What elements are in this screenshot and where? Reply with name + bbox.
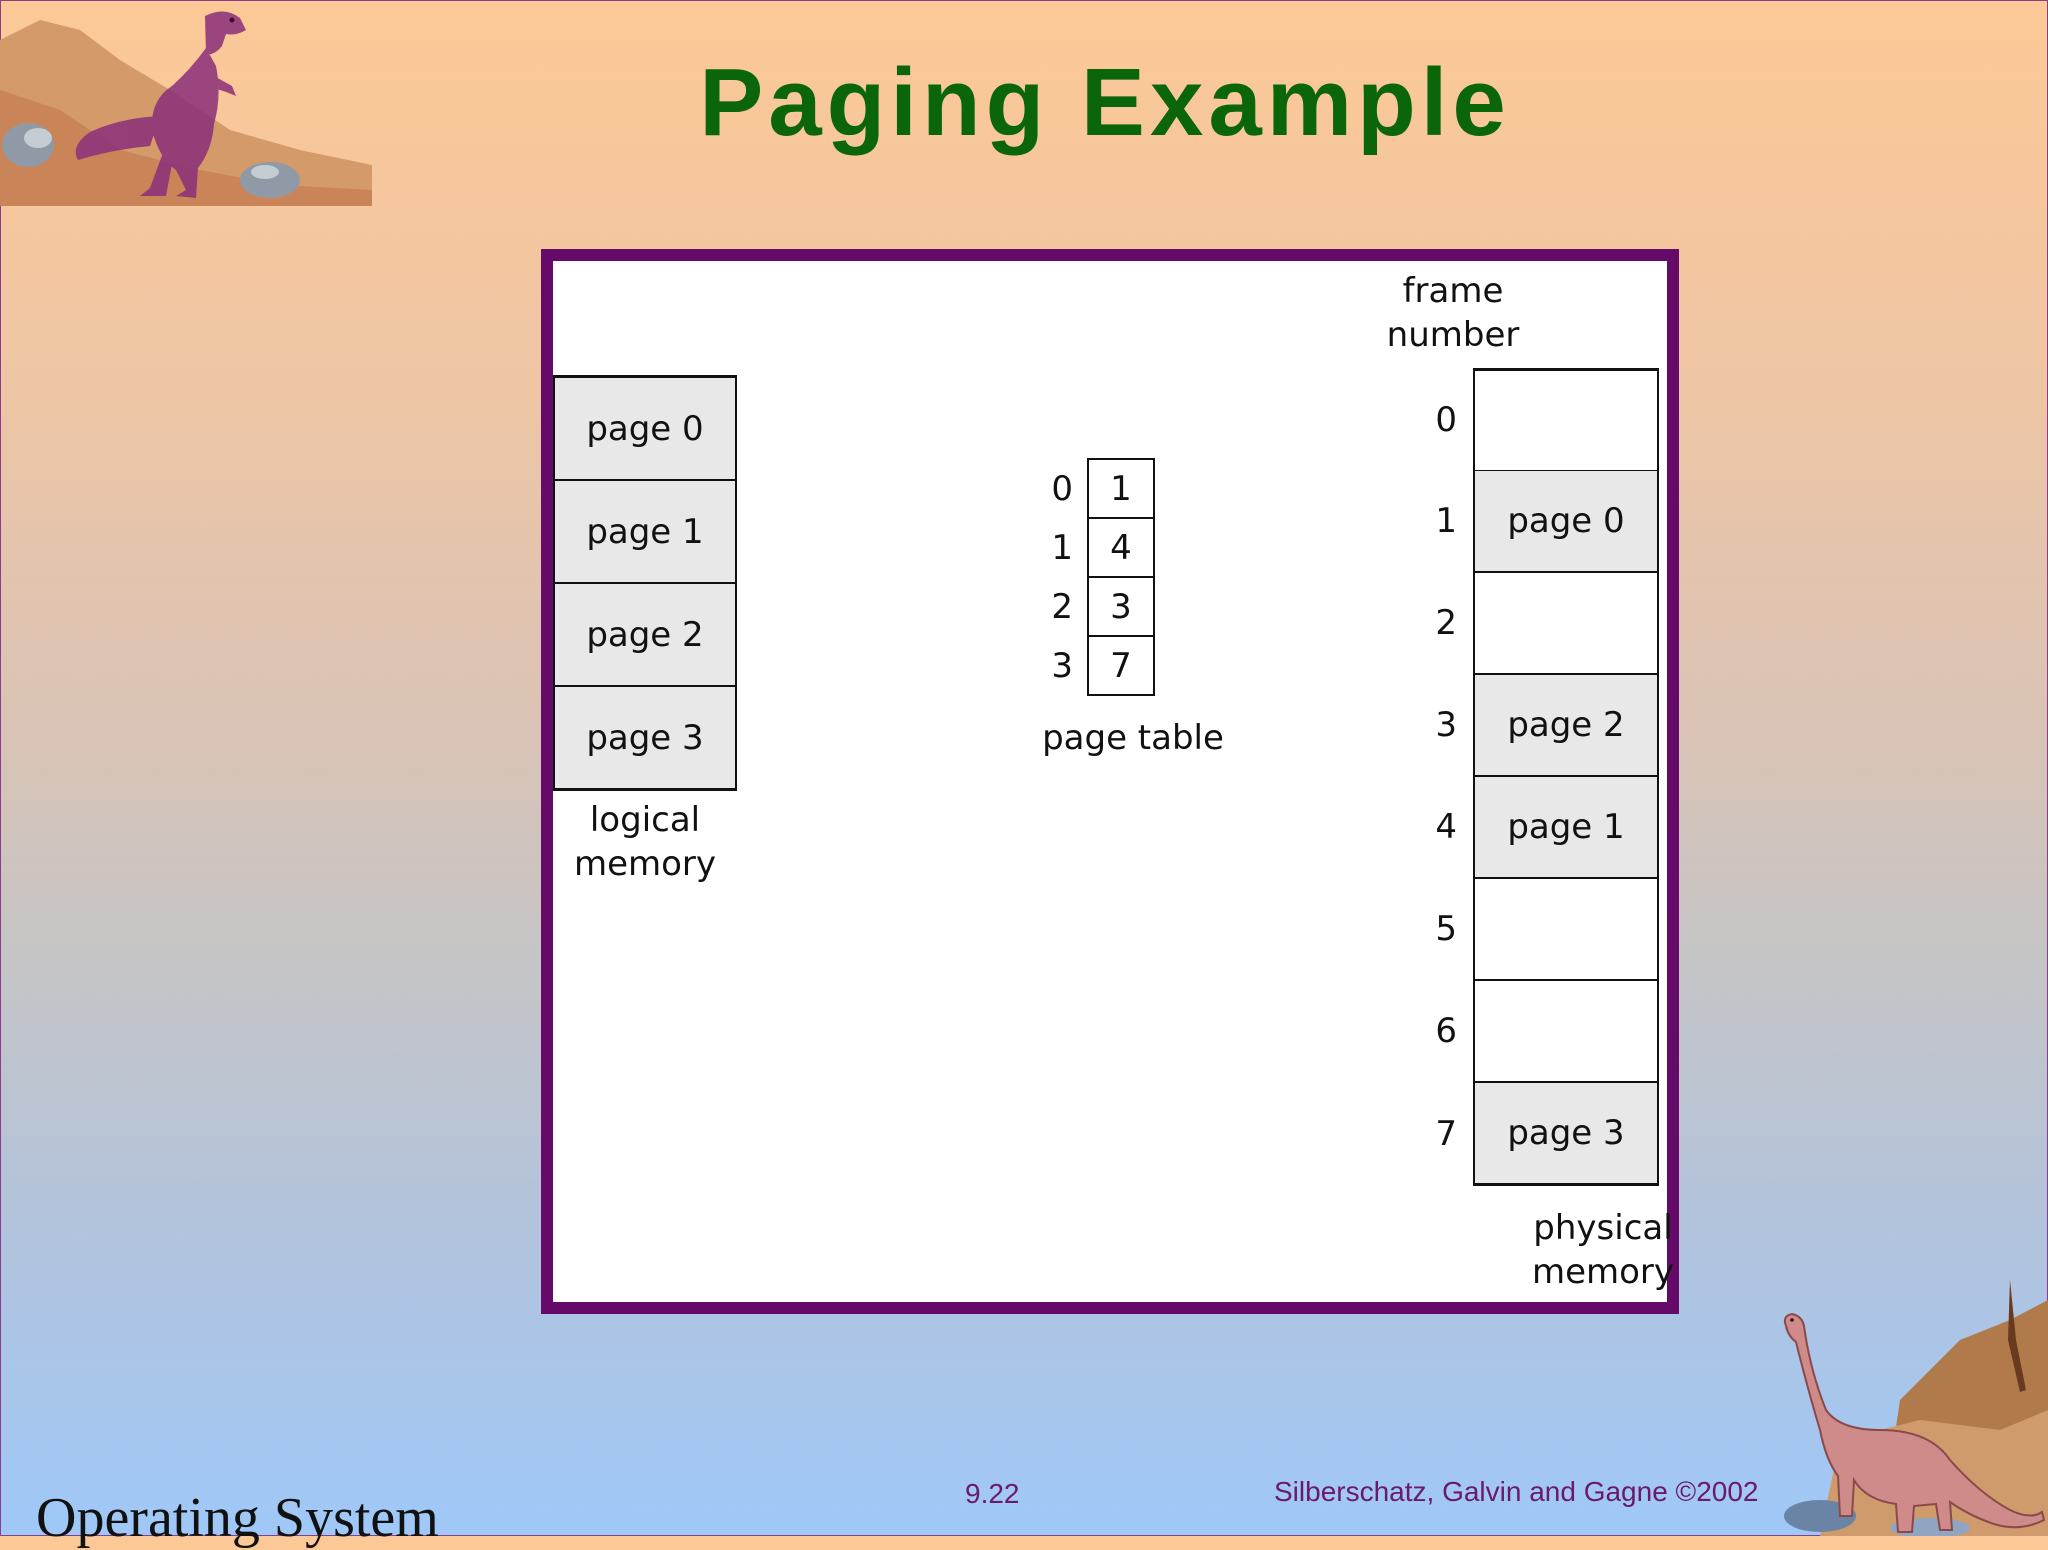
frame-number: 5 <box>1435 909 1457 949</box>
physical-memory-label-line1: physical <box>1533 1208 1673 1248</box>
frame-number: 3 <box>1435 705 1457 745</box>
frame-number: 2 <box>1435 603 1457 643</box>
footer-page-number: 9.22 <box>965 1478 1020 1509</box>
frame-number-header-line2: number <box>1386 315 1520 355</box>
page-table-row: 3 7 <box>1021 635 1155 696</box>
logical-page-cell: page 2 <box>553 583 737 686</box>
page-table-frame-cell: 3 <box>1087 576 1155 637</box>
physical-frame-cell: page 2 <box>1473 674 1659 776</box>
page-table-frame-cell: 4 <box>1087 517 1155 578</box>
physical-frame-cell <box>1473 980 1659 1082</box>
physical-memory-label: physical memory <box>1493 1206 1713 1294</box>
frame-number: 1 <box>1435 501 1457 541</box>
frame-row: 3 page 2 <box>1397 674 1659 776</box>
footer-credit: Silberschatz, Galvin and Gagne ©2002 <box>1274 1476 1759 1507</box>
page-table-label: page table <box>1042 718 1224 758</box>
frame-number: 0 <box>1435 400 1457 440</box>
logical-page-cell: page 1 <box>553 480 737 583</box>
dinosaur-brontosaurus-icon <box>1783 1280 2048 1536</box>
page-table-index: 1 <box>1051 527 1073 568</box>
physical-frame-cell <box>1473 878 1659 980</box>
physical-frame-cell <box>1473 572 1659 674</box>
footer-course-title: Operating System <box>36 1487 439 1549</box>
physical-frame-cell <box>1473 368 1659 472</box>
frame-row: 2 <box>1397 572 1659 674</box>
frame-number: 4 <box>1435 807 1457 847</box>
frame-row: 5 <box>1397 878 1659 980</box>
page-table-index: 3 <box>1051 645 1073 686</box>
diagram-frame: page 0 page 1 page 2 page 3 logical memo… <box>541 249 1679 1314</box>
logical-memory-label-line1: logical <box>589 800 701 840</box>
physical-frame-cell: page 0 <box>1473 470 1659 572</box>
logical-page-cell: page 3 <box>553 686 737 791</box>
physical-memory-label-line2: memory <box>1531 1252 1675 1292</box>
page-table-frame-cell: 7 <box>1087 635 1155 696</box>
page-table: 0 1 1 4 2 3 3 7 <box>1021 458 1221 718</box>
frame-row: 1 page 0 <box>1397 470 1659 572</box>
frame-row: 4 page 1 <box>1397 776 1659 878</box>
logical-page-cell: page 0 <box>553 375 737 480</box>
frame-row: 7 page 3 <box>1397 1082 1659 1186</box>
logical-memory-label: logical memory <box>553 798 737 886</box>
frame-number: 7 <box>1435 1114 1457 1154</box>
frame-number: 6 <box>1435 1011 1457 1051</box>
logical-memory: page 0 page 1 page 2 page 3 <box>553 375 737 791</box>
dinosaur-trex-icon <box>0 11 372 206</box>
frame-number-header: frame number <box>1343 269 1563 357</box>
page-table-index: 0 <box>1051 468 1073 509</box>
frame-number-header-line1: frame <box>1402 271 1504 311</box>
page-table-frame-cell: 1 <box>1087 458 1155 519</box>
physical-frame-cell: page 3 <box>1473 1082 1659 1186</box>
page-table-index: 2 <box>1051 586 1073 627</box>
page-table-row: 1 4 <box>1021 517 1155 578</box>
logical-memory-label-line2: memory <box>573 844 717 884</box>
physical-memory: 0 1 page 0 2 3 page 2 4 page 1 5 6 7 <box>1397 368 1662 1194</box>
slide-title: Paging Example <box>699 49 1511 156</box>
page-table-row: 0 1 <box>1021 458 1155 519</box>
frame-row: 6 <box>1397 980 1659 1082</box>
frame-row: 0 <box>1397 368 1659 472</box>
physical-frame-cell: page 1 <box>1473 776 1659 878</box>
page-table-row: 2 3 <box>1021 576 1155 637</box>
